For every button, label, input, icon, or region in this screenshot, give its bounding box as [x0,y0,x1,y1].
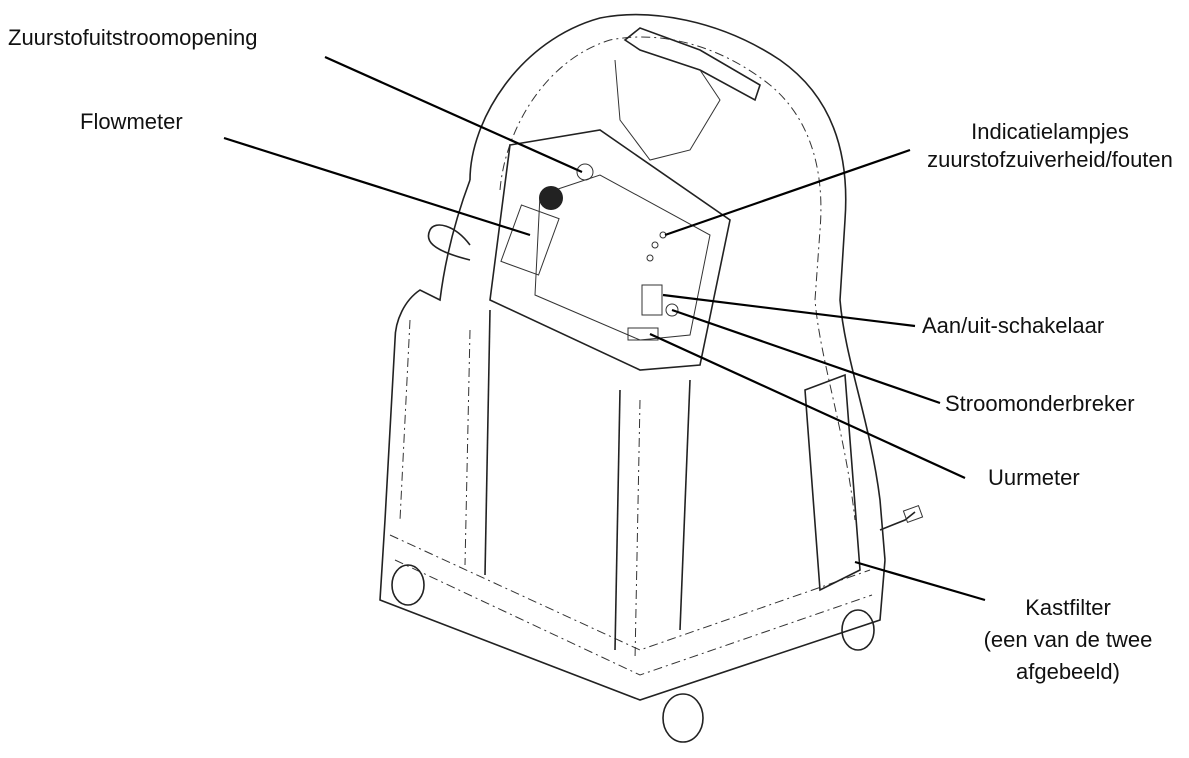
carry-handle [623,27,761,102]
flowmeter-body [500,204,560,276]
leader-power-switch [662,293,916,328]
caster-right [841,609,875,651]
label-cabinet-filter-1: Kastfilter [1025,595,1111,620]
leader-circuit-breaker [671,308,941,405]
front-panel-left [484,309,491,576]
control-panel-inner [534,174,711,341]
cabinet-base-dash [389,534,871,651]
front-panel-right [679,379,691,631]
front-panel-mid-dash [634,399,641,661]
label-hour-meter: Uurmeter [988,465,1080,490]
leader-flowmeter [223,136,531,237]
cabinet-hood-outline [469,13,886,561]
cabinet-filter-frame [804,373,861,592]
label-cabinet-filter-2: (een van de twee [983,627,1153,652]
leader-oxygen-outlet [324,55,583,174]
label-indicator-lights-1: Indicatielampjes [971,119,1129,144]
label-cabinet-filter-3: afgebeeld) [1016,659,1120,684]
power-switch-body [641,284,663,316]
leader-indicator-lights [664,148,911,237]
front-panel-left-dash [464,329,471,566]
leader-hour-meter [649,332,966,480]
label-power-switch: Aan/uit-schakelaar [922,313,1105,338]
cabinet-left-inner [399,319,411,521]
cabinet-base-dash-2 [394,559,873,676]
oxygen-outlet-port [576,163,594,181]
indicator-light-2 [651,241,659,249]
cabinet-front-lower [379,519,886,701]
power-cord [879,511,916,531]
leader-cabinet-filter [854,560,986,602]
hour-meter-window [627,327,659,341]
flowmeter-knob [539,186,563,210]
caster-left [391,564,425,606]
control-panel-frame [489,129,731,371]
caster-front [662,693,704,743]
circuit-breaker-button [665,303,679,317]
cabinet-left-shoulder [384,179,471,521]
handle-recess [614,59,721,161]
indicator-light-3 [646,254,654,262]
power-plug [902,504,924,524]
label-flowmeter: Flowmeter [80,109,183,134]
label-circuit-breaker: Stroomonderbreker [945,391,1135,416]
label-indicator-lights-2: zuurstofzuiverheid/fouten [927,147,1173,172]
front-panel-mid [614,389,621,651]
label-oxygen-outlet: Zuurstofuitstroomopening [8,25,258,50]
cabinet-hood-inner [499,36,856,521]
humidifier-hose [427,224,471,261]
